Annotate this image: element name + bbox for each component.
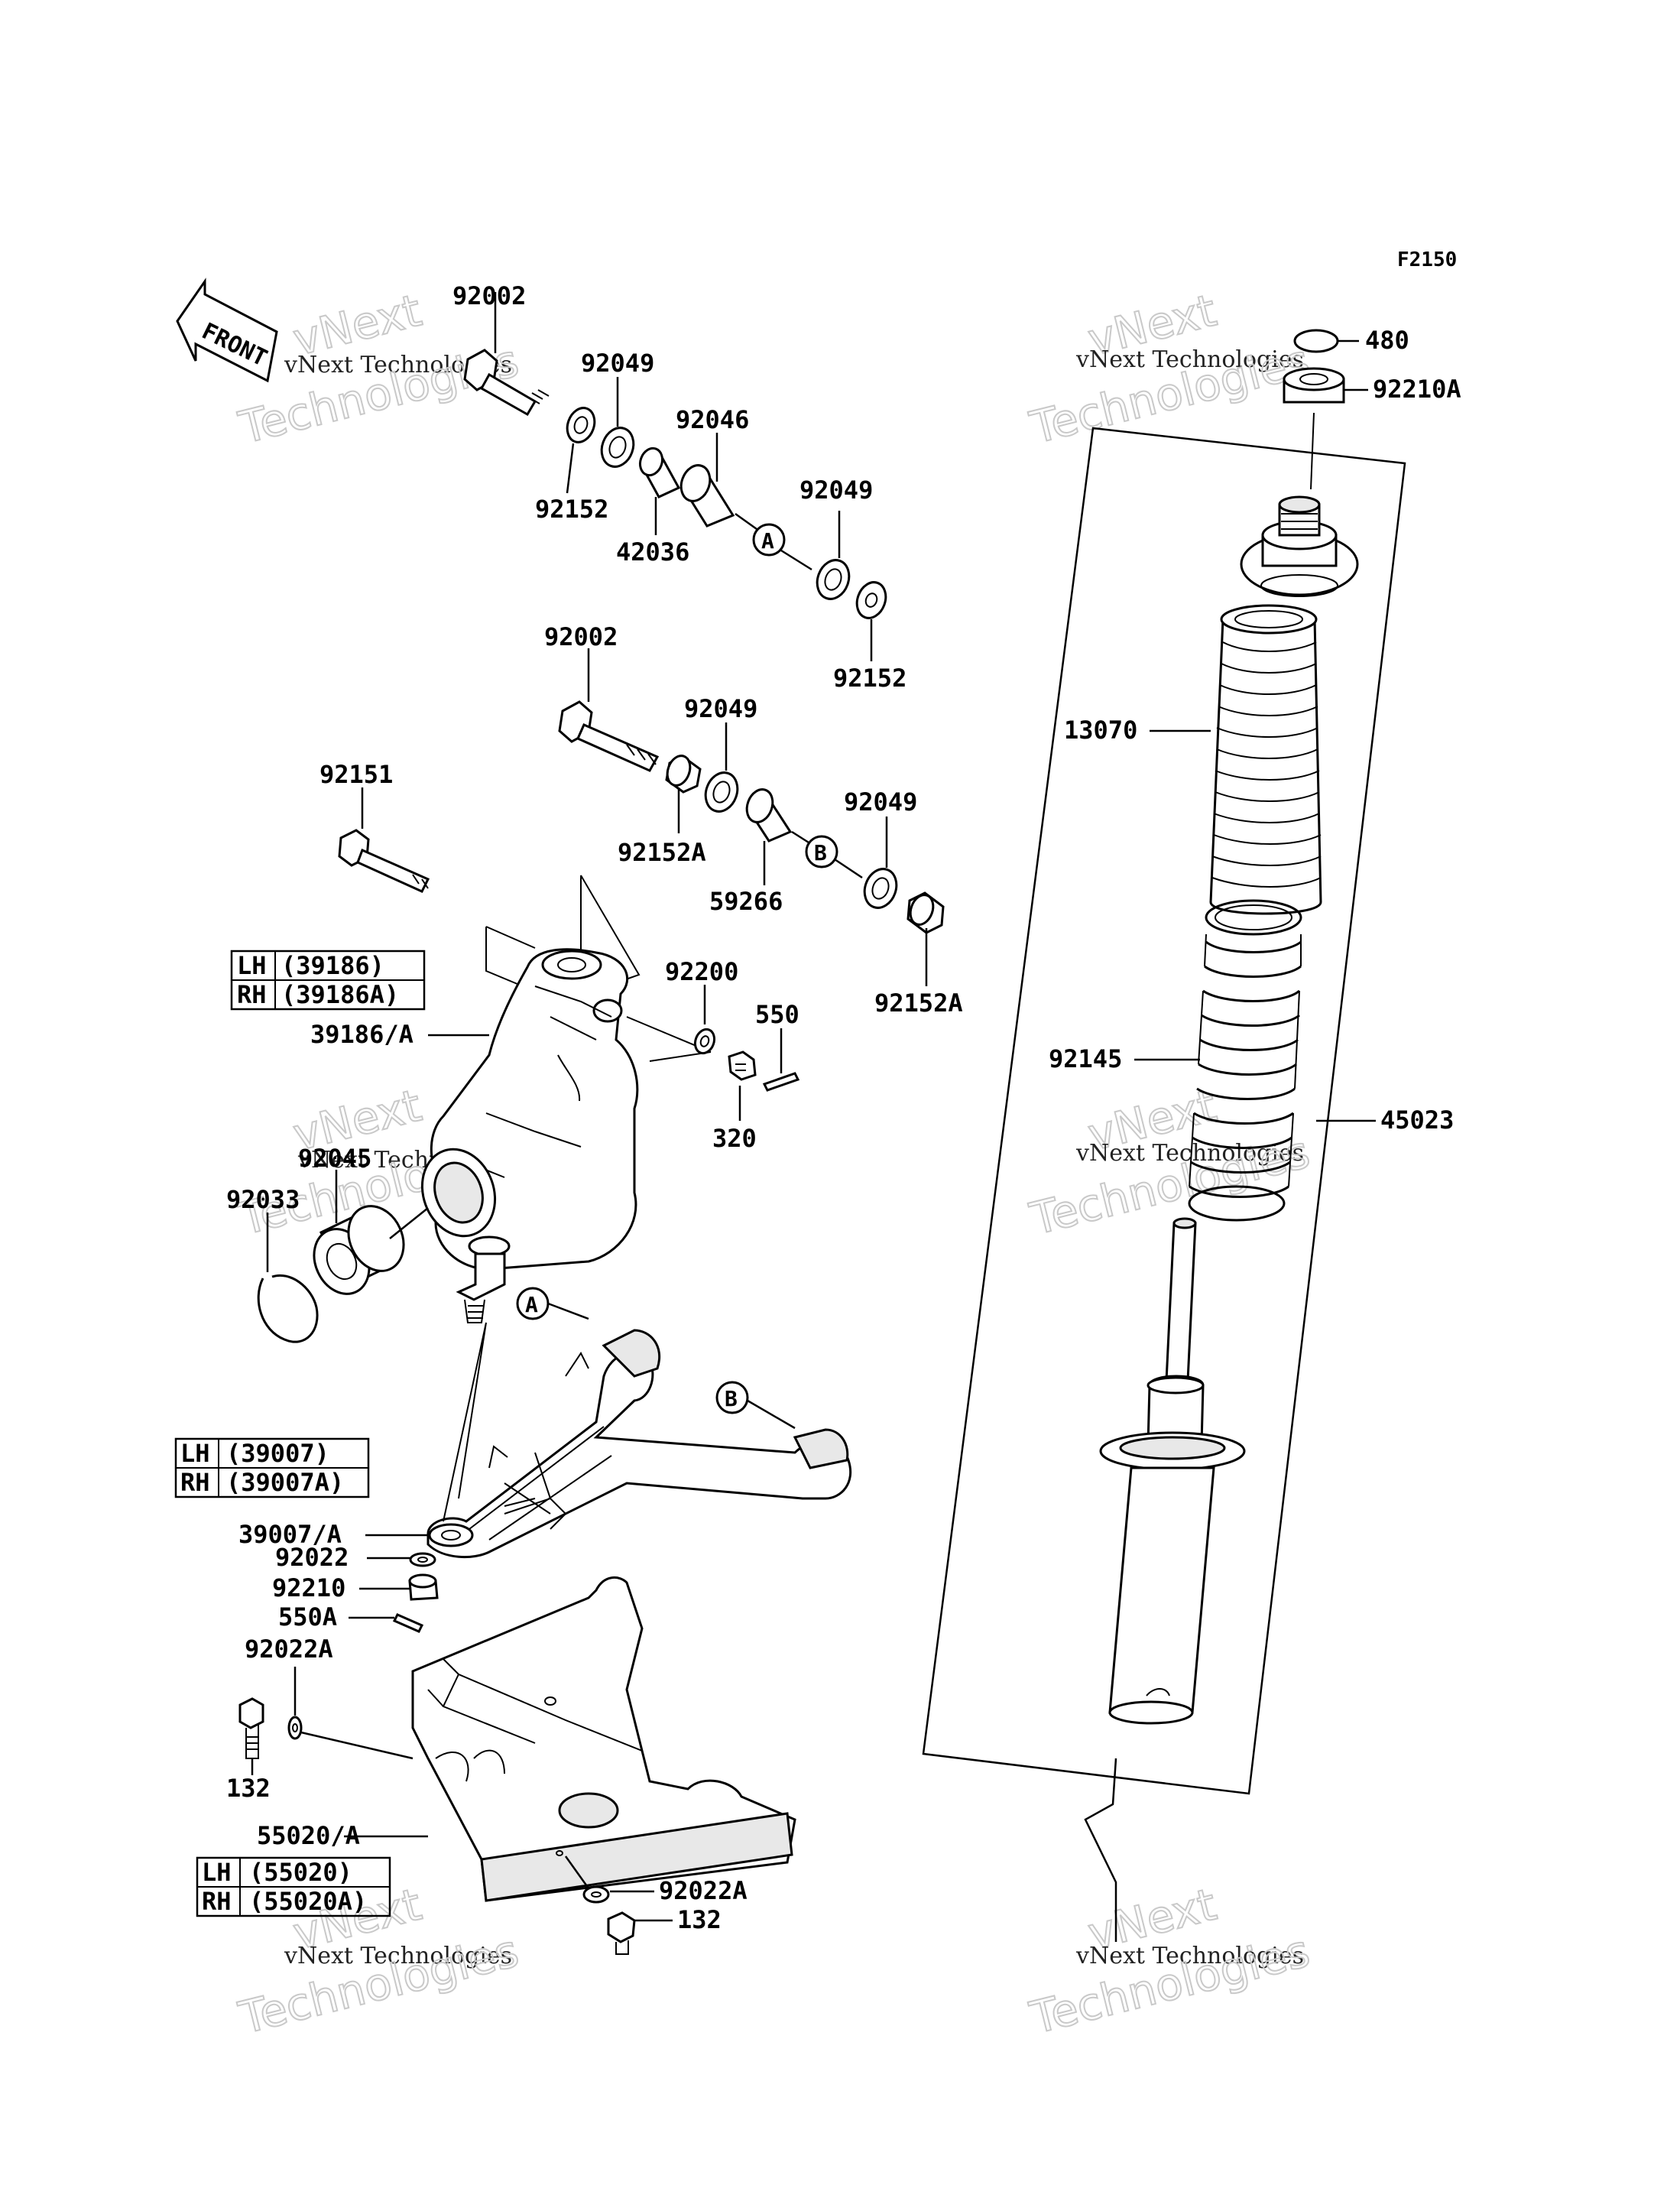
label-59266: 59266: [709, 887, 783, 916]
cotter-pin-550A: [349, 1613, 424, 1633]
label-13070: 13070: [1064, 716, 1137, 745]
svg-text:B: B: [814, 840, 827, 865]
label-39007A: 39007/A: [238, 1520, 342, 1549]
callout-a-upper: A: [752, 523, 786, 557]
upper-spring-seat: [1240, 412, 1359, 597]
washer-92022A-left: [287, 1667, 414, 1760]
label-92022A-a: 92022A: [245, 1635, 333, 1664]
callout-b-upper: B: [805, 835, 838, 868]
label-92152A-a: 92152A: [618, 838, 706, 867]
washer-92200: [693, 985, 716, 1055]
svg-text:(39186A): (39186A): [281, 980, 399, 1009]
svg-text:vNext Technologies: vNext Technologies: [1075, 1943, 1304, 1969]
spring-92145: [1134, 899, 1302, 1222]
svg-text:B: B: [725, 1386, 738, 1411]
bearing-92045: [313, 1170, 429, 1295]
callout-b-lower: B: [715, 1381, 796, 1430]
washer-92152-b: [855, 581, 887, 619]
side-table-39186: LH (39186) RH (39186A): [230, 950, 426, 1011]
svg-text:vNext Technologies: vNext Technologies: [1075, 346, 1304, 373]
label-39186A: 39186/A: [310, 1020, 414, 1049]
svg-text:(39007): (39007): [226, 1439, 329, 1468]
bolt-132-bottom: [607, 1911, 673, 1955]
label-92022A-b: 92022A: [659, 1876, 748, 1905]
svg-text:A: A: [761, 528, 774, 554]
circlip-92033: [257, 1213, 319, 1343]
label-92049-d: 92049: [844, 787, 917, 817]
label-92145: 92145: [1049, 1044, 1122, 1073]
svg-text:(55020): (55020): [249, 1858, 352, 1887]
watermark-bottom-right: vNext vNext Technologies Technologies: [1024, 1878, 1315, 2045]
nut-92210: [359, 1573, 439, 1601]
skid-plate-55020: [344, 1576, 796, 1902]
side-table-55020: LH (55020) RH (55020A): [196, 1856, 391, 1917]
label-42036: 42036: [616, 537, 689, 567]
label-92200: 92200: [665, 957, 738, 986]
svg-text:vNext Technologies: vNext Technologies: [284, 1943, 512, 1969]
bearing-92049-b: [816, 559, 851, 600]
label-480: 480: [1365, 326, 1409, 355]
svg-text:LH: LH: [180, 1439, 210, 1468]
svg-text:LH: LH: [237, 951, 267, 980]
label-92022: 92022: [275, 1543, 349, 1572]
lower-a-arm-39007: [365, 1329, 852, 1559]
steering-knuckle-39186: [420, 948, 639, 1323]
svg-text:RH: RH: [237, 980, 267, 1009]
label-92210A: 92210A: [1373, 375, 1461, 404]
watermark-top-right: vNext vNext Technologies Technologies: [1024, 284, 1315, 455]
label-92049-c: 92049: [684, 694, 757, 723]
figure-code: F2150: [1397, 248, 1457, 271]
svg-text:A: A: [525, 1292, 538, 1317]
circlip-480: [1293, 329, 1359, 353]
label-92002-mid: 92002: [544, 622, 618, 651]
label-92049-b: 92049: [799, 476, 873, 505]
svg-text:(39007A): (39007A): [226, 1468, 344, 1497]
bolt-132-left: [238, 1697, 264, 1775]
label-92049-a: 92049: [581, 349, 654, 378]
cotter-pin-550: [762, 1028, 800, 1092]
nut-320: [728, 1050, 757, 1121]
label-92033: 92033: [226, 1185, 300, 1214]
label-92045: 92045: [298, 1144, 371, 1173]
shock-assembly-outline: [922, 427, 1406, 1942]
bearing-92049-d: [863, 868, 898, 909]
bolt-92151: [338, 787, 430, 893]
label-132-b: 132: [677, 1905, 722, 1934]
side-table-39007: LH (39007) RH (39007A): [174, 1437, 370, 1498]
svg-text:RH: RH: [180, 1468, 210, 1497]
dust-boot-13070: [1150, 604, 1322, 915]
label-92046: 92046: [676, 405, 749, 434]
svg-text:RH: RH: [202, 1887, 232, 1916]
label-550: 550: [755, 1000, 799, 1029]
svg-text:vNext Technologies: vNext Technologies: [1075, 1140, 1304, 1167]
label-92152A-b: 92152A: [874, 989, 963, 1018]
label-92152-a: 92152: [535, 495, 608, 524]
washer-92152-top: [566, 407, 596, 443]
callout-a-lower: A: [516, 1287, 589, 1320]
front-arrow-icon: FRONT: [176, 278, 278, 383]
upper-bolt-assembly-1: [463, 292, 887, 661]
label-45023: 45023: [1380, 1105, 1454, 1135]
label-550A: 550A: [278, 1602, 337, 1631]
bearing-92049-a: [600, 427, 635, 468]
washer-92022: [367, 1552, 436, 1567]
label-320: 320: [712, 1124, 757, 1153]
bearing-92049-c: [704, 771, 739, 813]
label-92151: 92151: [319, 760, 393, 789]
label-92210: 92210: [272, 1573, 345, 1602]
svg-text:(39186): (39186): [281, 951, 384, 980]
svg-text:LH: LH: [202, 1858, 232, 1887]
svg-text:(55020A): (55020A): [249, 1887, 367, 1916]
watermark-mid-right: vNext vNext Technologies Technologies: [1024, 1079, 1315, 1246]
label-132-a: 132: [226, 1774, 271, 1803]
washer-92022A-bottom: [564, 1855, 654, 1904]
bolt-92002-top: [463, 349, 550, 417]
upper-bolt-assembly-2: [558, 648, 945, 986]
nut-92210A: [1283, 367, 1368, 404]
label-55020A: 55020/A: [257, 1821, 360, 1850]
damper-body: [1099, 1217, 1246, 1725]
label-92152-b: 92152: [833, 664, 906, 693]
label-92002-top: 92002: [452, 281, 526, 310]
